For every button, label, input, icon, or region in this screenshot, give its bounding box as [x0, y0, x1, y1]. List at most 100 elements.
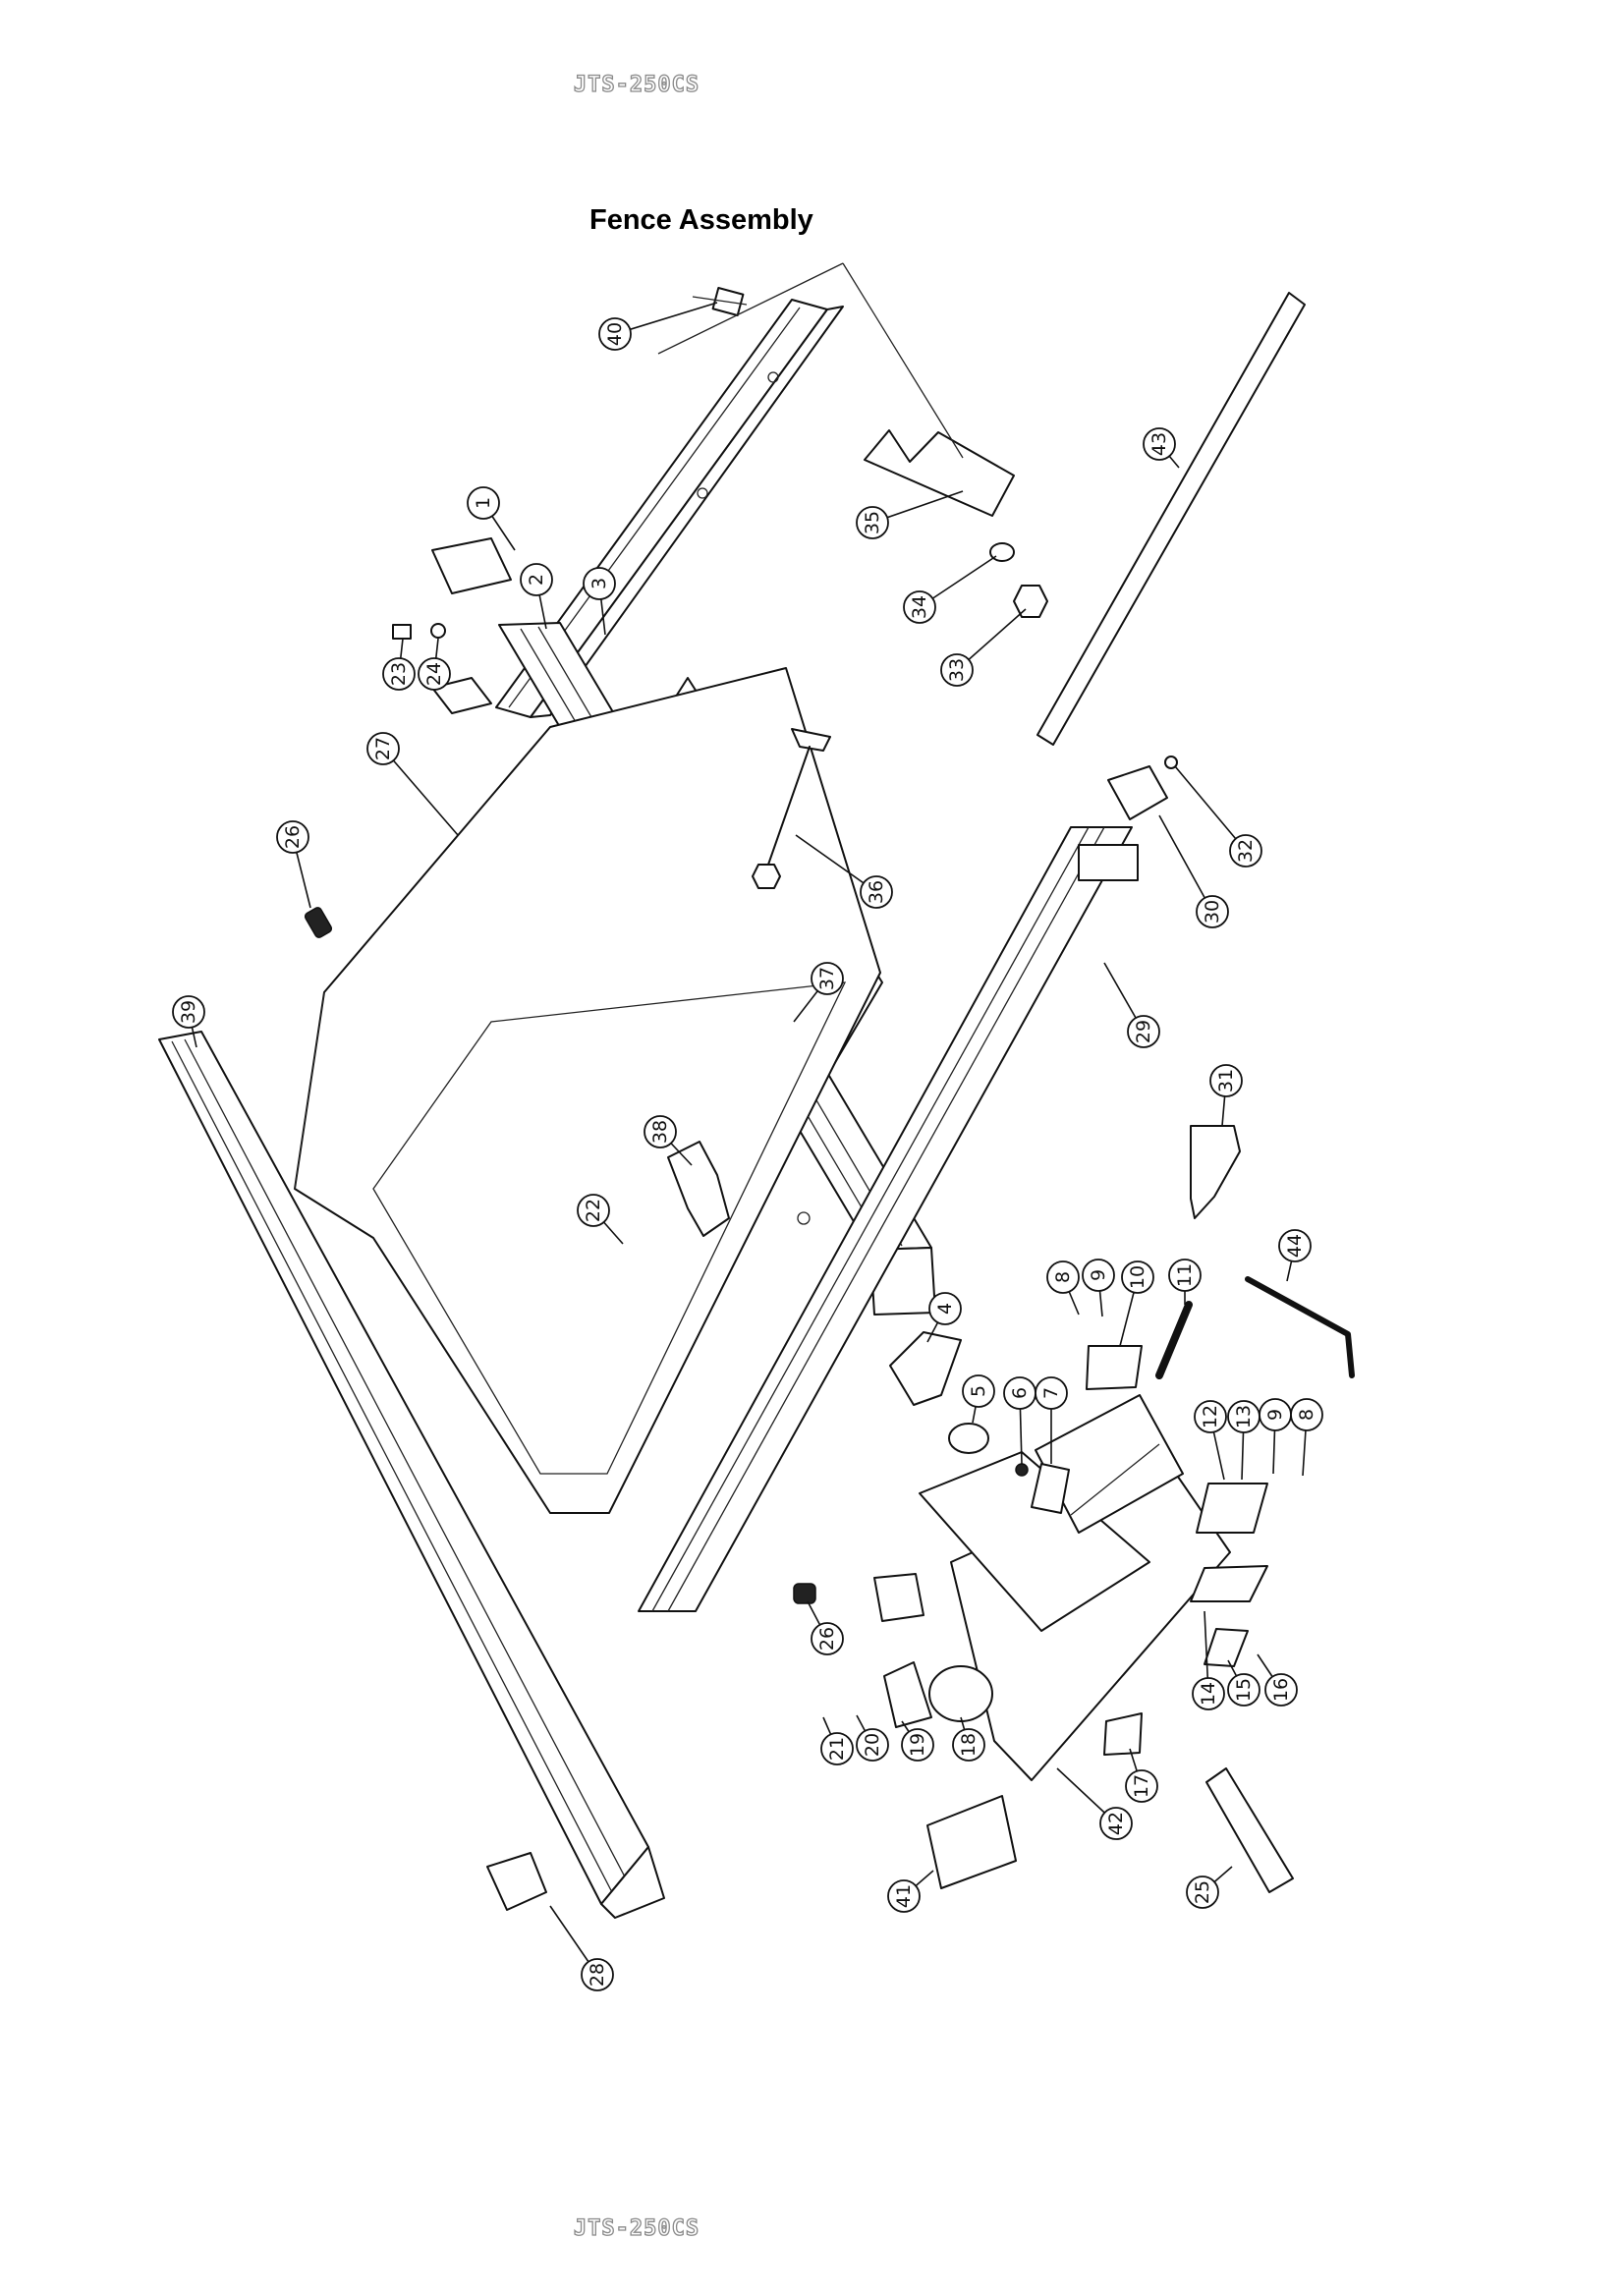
part-34-callout: 34 — [903, 590, 936, 624]
part-21-number: 21 — [826, 1737, 848, 1761]
part-10-callout: 10 — [1121, 1260, 1154, 1294]
part-41-callout: 41 — [887, 1879, 921, 1913]
part-27-number: 27 — [372, 737, 394, 760]
plate-14-drawing — [1190, 1565, 1268, 1602]
page-title: Fence Assembly — [589, 204, 813, 236]
part-9b-number: 9 — [1264, 1409, 1286, 1421]
part-3-callout: 3 — [583, 567, 616, 600]
part-41-number: 41 — [893, 1884, 915, 1908]
part-20-number: 20 — [862, 1733, 883, 1757]
pin-11-drawing — [1155, 1301, 1193, 1379]
extension-board-drawing — [294, 667, 883, 1514]
part-12-callout: 12 — [1194, 1400, 1227, 1433]
washer-24-drawing — [430, 623, 446, 639]
part-24-callout: 24 — [418, 657, 451, 691]
part-28-number: 28 — [587, 1963, 608, 1987]
part-37-callout: 37 — [811, 962, 844, 995]
part-8b-callout: 8 — [1290, 1398, 1323, 1431]
part-21-callout: 21 — [820, 1732, 854, 1765]
part-23-number: 23 — [388, 662, 410, 686]
part-8b-number: 8 — [1296, 1409, 1317, 1421]
part-25-callout: 25 — [1186, 1876, 1219, 1909]
part-8a-number: 8 — [1052, 1271, 1074, 1283]
part-42-callout: 42 — [1099, 1807, 1133, 1840]
part-24-number: 24 — [423, 662, 445, 686]
part-33-callout: 33 — [940, 653, 974, 687]
part-30-number: 30 — [1202, 900, 1223, 924]
part-1-number: 1 — [473, 497, 494, 509]
part-27-leader — [382, 748, 459, 836]
bolt-23-drawing — [392, 624, 412, 640]
part-4-number: 4 — [934, 1303, 956, 1315]
plate-17-drawing — [1103, 1712, 1143, 1756]
part-38-callout: 38 — [644, 1115, 677, 1148]
part-40-leader — [614, 302, 718, 335]
part-31-number: 31 — [1215, 1069, 1237, 1092]
part-6-number: 6 — [1009, 1387, 1031, 1399]
part-26b-number: 26 — [816, 1627, 838, 1651]
cam-5-drawing — [948, 1423, 989, 1454]
part-9a-number: 9 — [1088, 1269, 1109, 1281]
part-31-callout: 31 — [1209, 1064, 1243, 1097]
part-2-callout: 2 — [520, 563, 553, 596]
part-18-number: 18 — [958, 1733, 980, 1757]
part-16-number: 16 — [1270, 1678, 1292, 1702]
part-26b-callout: 26 — [811, 1622, 844, 1655]
plate-7-drawing — [1031, 1463, 1070, 1514]
part-29-callout: 29 — [1127, 1015, 1160, 1048]
pad-19-drawing — [883, 1661, 932, 1728]
rear-rail-drawing — [495, 287, 844, 718]
part-43-number: 43 — [1148, 432, 1170, 456]
part-13-number: 13 — [1233, 1405, 1255, 1428]
part-17-number: 17 — [1131, 1774, 1152, 1798]
part-2-number: 2 — [526, 574, 547, 586]
part-10-number: 10 — [1127, 1265, 1148, 1289]
part-8a-callout: 8 — [1046, 1260, 1080, 1294]
part-23-callout: 23 — [382, 657, 416, 691]
front-rail-39-drawing — [158, 1031, 665, 1919]
end-cap-1-drawing — [431, 537, 512, 594]
part-16-callout: 16 — [1264, 1673, 1298, 1707]
part-32-number: 32 — [1235, 839, 1257, 863]
part-37-number: 37 — [816, 967, 838, 990]
part-27-callout: 27 — [366, 732, 400, 765]
hex-key-44-drawing — [1245, 1276, 1355, 1378]
lever-36-drawing — [752, 728, 831, 889]
part-34-number: 34 — [909, 595, 930, 619]
part-35-number: 35 — [862, 511, 883, 534]
wheel-18-drawing — [928, 1665, 993, 1722]
fence-head-42-drawing — [919, 1394, 1231, 1781]
plate-10-drawing — [1086, 1345, 1143, 1390]
part-25-number: 25 — [1192, 1880, 1213, 1904]
part-32-callout: 32 — [1229, 834, 1262, 868]
part-43-callout: 43 — [1143, 427, 1176, 461]
pad-plate-drawing — [873, 1573, 924, 1622]
part-14-number: 14 — [1198, 1682, 1219, 1706]
part-22-callout: 22 — [577, 1194, 610, 1227]
end-cap-28-drawing — [486, 1852, 547, 1911]
bracket-35-drawing — [657, 262, 1048, 618]
bracket-4-drawing — [889, 1331, 962, 1406]
cap-30-drawing — [1107, 765, 1168, 820]
part-32-leader — [1174, 765, 1247, 852]
part-3-number: 3 — [588, 578, 610, 589]
rail-29-drawing — [638, 826, 1139, 1612]
bracket-31-drawing — [1190, 1125, 1241, 1219]
part-30-callout: 30 — [1196, 895, 1229, 928]
part-5-number: 5 — [968, 1385, 989, 1397]
part-42-number: 42 — [1105, 1812, 1127, 1835]
part-44-number: 44 — [1284, 1234, 1306, 1258]
part-12-number: 12 — [1200, 1405, 1221, 1428]
part-14-callout: 14 — [1192, 1677, 1225, 1710]
screw-26b-drawing — [793, 1583, 816, 1604]
handle-38-drawing — [667, 1141, 730, 1237]
part-39-number: 39 — [178, 1000, 199, 1024]
strip-43-drawing — [1036, 292, 1306, 746]
part-1-callout: 1 — [467, 486, 500, 520]
part-39-callout: 39 — [172, 995, 205, 1029]
part-30-leader — [1158, 814, 1213, 913]
part-15-callout: 15 — [1227, 1673, 1260, 1707]
label-41-drawing — [926, 1795, 1017, 1889]
